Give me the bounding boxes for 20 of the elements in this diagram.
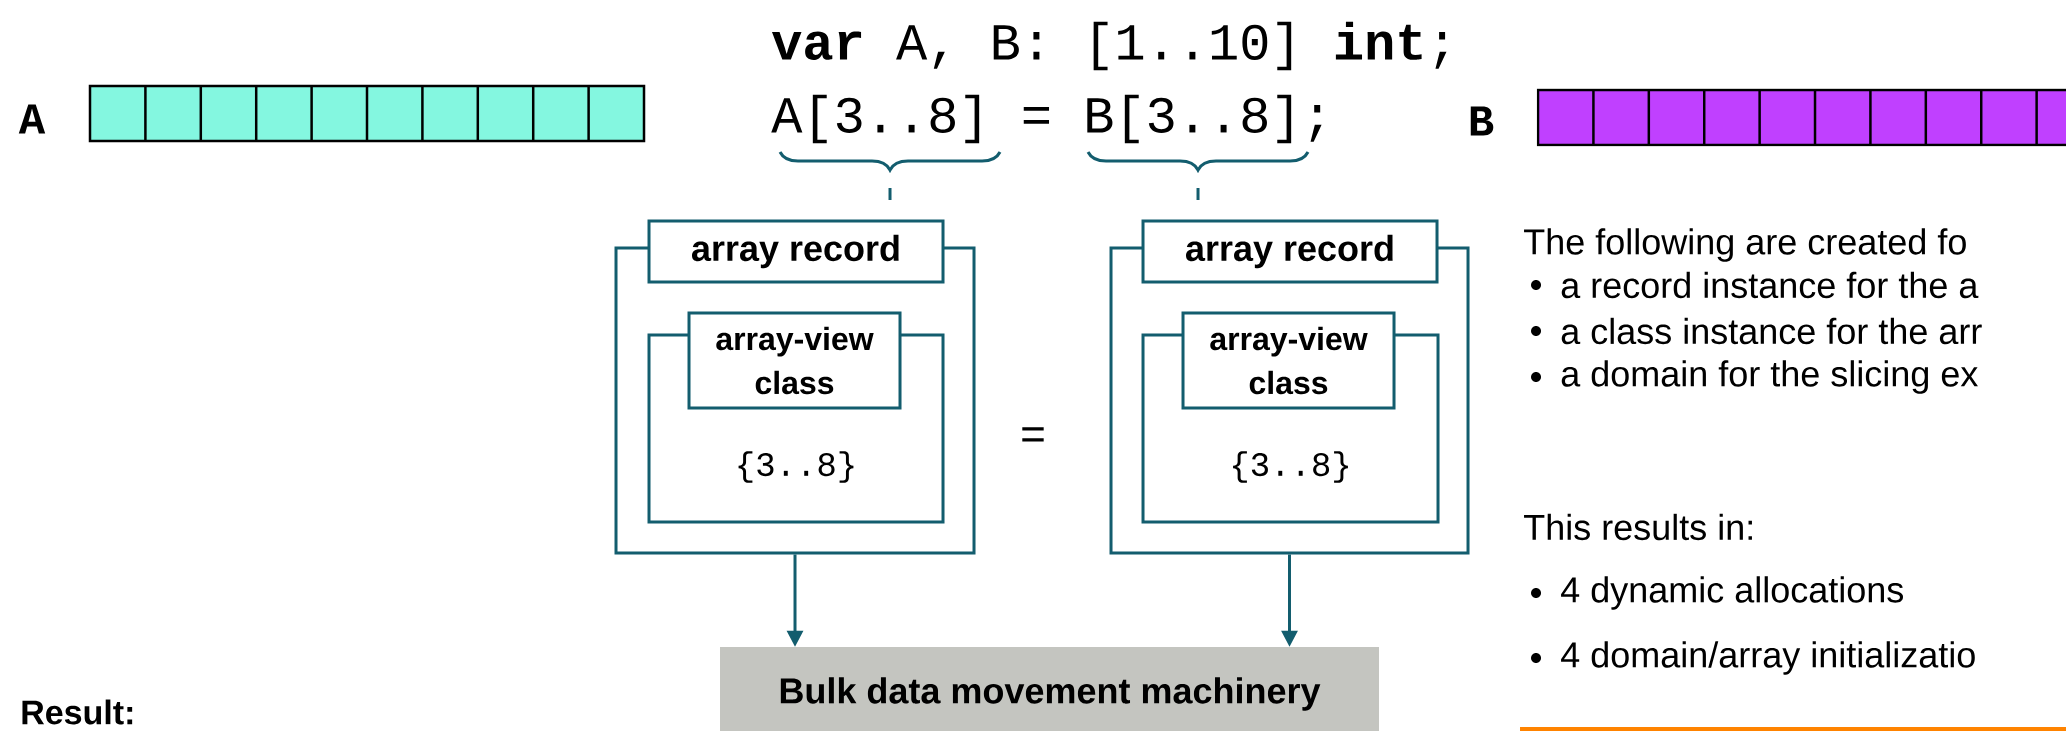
array-label: A bbox=[18, 104, 46, 134]
box-heading: array record bbox=[1141, 219, 1439, 284]
bullet-item: a domain for the slicing ex bbox=[1561, 360, 1978, 394]
code-line: var A, B: [1..10] int; bbox=[772, 21, 1447, 71]
code-line: A[3..8] = B[3..8]; bbox=[771, 94, 1322, 144]
array-label: B bbox=[1470, 106, 1494, 136]
box-heading: array record bbox=[647, 219, 945, 284]
text-line: The following are created fo bbox=[1524, 228, 1966, 262]
process-box: Bulk data movement machinery bbox=[720, 647, 1379, 731]
bullet-item: 4 dynamic allocations bbox=[1561, 576, 1903, 610]
range-text: {3..8} bbox=[738, 451, 854, 483]
range-text: {3..8} bbox=[1233, 451, 1348, 483]
text-line: This results in: bbox=[1524, 513, 1752, 541]
bullet-item: a record instance for the a bbox=[1561, 271, 1979, 299]
bullet-item: 4 domain/array initializatio bbox=[1561, 641, 1975, 675]
box-heading: array-view class bbox=[687, 311, 902, 410]
bullet-item: a class instance for the arr bbox=[1561, 317, 1982, 345]
equals-sign: = bbox=[1022, 427, 1044, 442]
result-heading: Result: bbox=[22, 699, 133, 725]
box-heading: array-view class bbox=[1181, 311, 1396, 410]
